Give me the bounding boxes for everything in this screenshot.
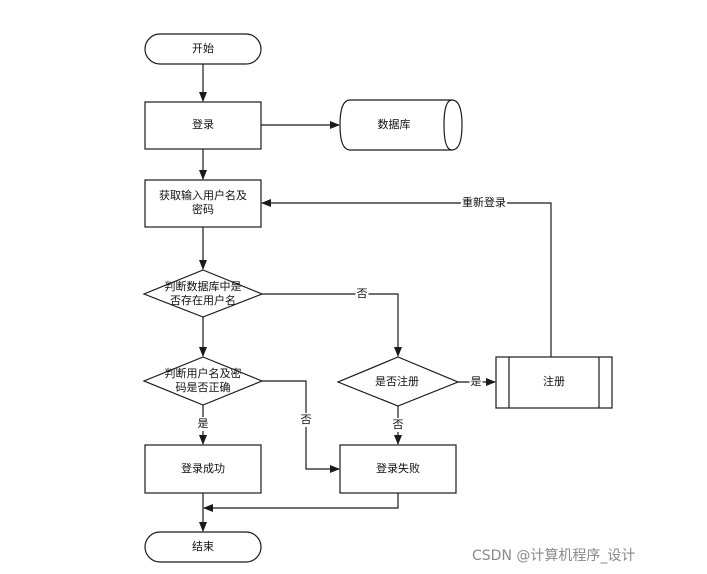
edge-checkuser-register	[262, 293, 402, 357]
input-process	[144, 179, 262, 228]
success-label: 登录成功	[181, 462, 225, 475]
watermark: CSDN @计算机程序_设计	[472, 548, 636, 564]
fail-label: 登录失败	[376, 462, 420, 475]
edge-register-input	[261, 199, 552, 357]
check-user-label: 判断数据库中是 否存在用户名	[165, 280, 242, 308]
input-label-line2: 密码	[192, 203, 214, 216]
database-storage-edge	[443, 99, 453, 151]
check-user-label-line1: 判断数据库中是	[164, 280, 242, 293]
check-password-label-line2: 码是否正确	[175, 381, 231, 394]
edge-label-pwd-no: 否	[299, 413, 313, 427]
success-process	[144, 444, 262, 494]
edge-label-no-user: 否	[355, 287, 369, 301]
check-password-label: 判断用户名及密 码是否正确	[165, 367, 242, 395]
input-label: 获取输入用户名及 密码	[159, 189, 247, 217]
check-user-label-line2: 否存在用户名	[170, 294, 236, 307]
register-subprocess	[495, 356, 613, 409]
register-label: 注册	[543, 375, 565, 388]
end-label: 结束	[192, 540, 214, 553]
edge-fail-end	[203, 493, 399, 512]
database-label: 数据库	[377, 118, 411, 131]
start-label: 开始	[192, 42, 214, 55]
login-label: 登录	[192, 118, 214, 131]
login-process	[144, 101, 262, 150]
edge-label-relogin: 重新登录	[461, 196, 507, 210]
edge-label-pwd-yes: 是	[196, 417, 210, 431]
input-label-line1: 获取输入用户名及	[159, 189, 247, 202]
edge-label-reg-no: 否	[391, 418, 405, 432]
end-terminal	[144, 531, 262, 563]
register-decision-label: 是否注册	[375, 375, 419, 388]
fail-process	[339, 444, 457, 494]
edge-label-reg-yes: 是	[469, 375, 483, 389]
check-password-label-line1: 判断用户名及密	[164, 367, 242, 380]
